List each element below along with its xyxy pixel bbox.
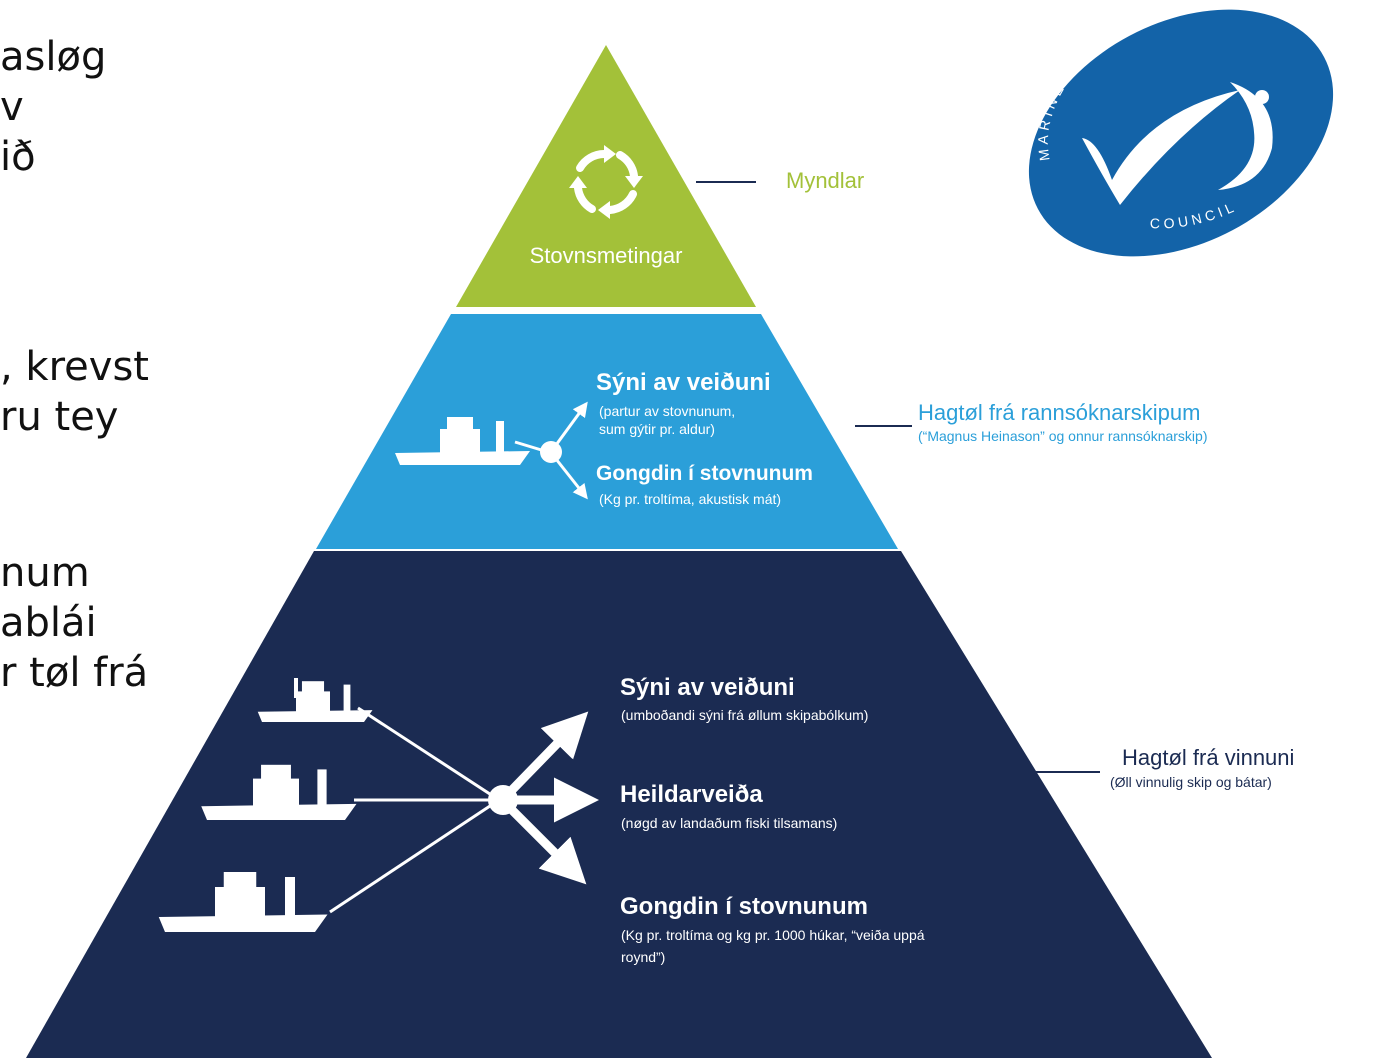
research-vessels-title: Hagtøl frá rannsóknarskipum [918,400,1201,425]
bottom-item-title: Sýni av veiðuni [620,674,795,701]
industry-stats-title: Hagtøl frá vinnuni [1122,745,1295,770]
arrow-icon [508,806,587,885]
middle-item-desc: (Kg pr. troltíma, akustisk mát) [599,491,782,507]
middle-item-desc: sum gýtir pr. aldur) [599,421,715,437]
recycle-arrows-icon [569,145,643,219]
arrow-icon [554,458,588,500]
bottom-item-desc: (umboðandi sýni frá øllum skipabólkum) [621,707,869,723]
intro-line: ið [0,134,36,180]
middle-item-desc: (partur av stovnunum, [599,403,736,419]
arrow-icon [554,401,588,446]
pyramid-tier-bottom [26,551,1212,1058]
intro-line: num [0,550,90,596]
intro-line: v [0,84,24,130]
intro-line: asløg [0,34,107,80]
bottom-item-desc: (Kg pr. troltíma og kg pr. 1000 húkar, “… [621,927,925,943]
industry-stats-sub: (Øll vinnulig skip og bátar) [1110,774,1272,790]
pyramid-tier-middle [316,314,898,549]
research-vessels-sub: (“Magnus Heinason” og onnur rannsóknarsk… [918,428,1208,444]
tier-top-label: Stovnsmetingar [529,243,683,268]
pyramid-tier-top [456,45,756,307]
intro-line: , krevst [0,344,149,390]
middle-item-title: Gongdin í stovnunum [596,462,813,485]
bottom-item-desc: (nøgd av landaðum fiski tilsamans) [621,815,838,831]
intro-line: ablái [0,600,97,646]
intro-line: r tøl frá [0,650,149,696]
msc-logo: MARINE STEWARDSHIP COUNCIL [1028,0,1334,257]
middle-item-title: Sýni av veiðuni [596,369,771,396]
myndlar-label: Myndlar [786,168,865,193]
arrow-icon [508,711,589,794]
bottom-item-desc: roynd”) [621,949,666,965]
bottom-item-title: Gongdin í stovnunum [620,893,868,920]
bottom-item-title: Heildarveiða [620,781,763,808]
intro-line: ru tey [0,394,119,440]
